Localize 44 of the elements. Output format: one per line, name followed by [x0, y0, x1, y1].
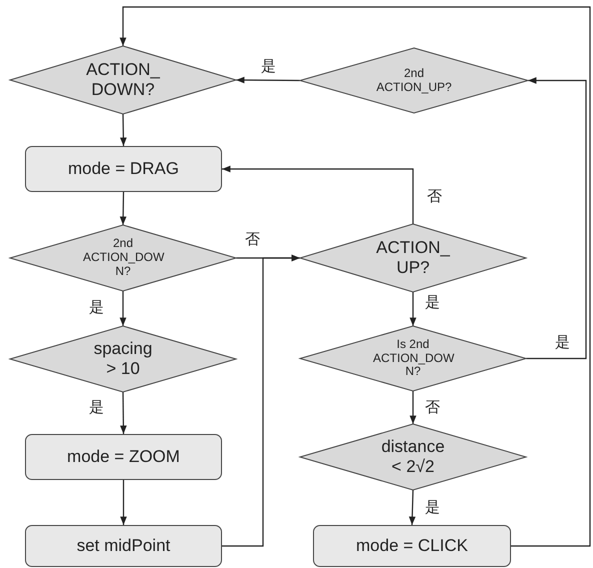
decision-diamond	[300, 224, 526, 292]
node-label: Is 2nd ACTION_DOW N?	[373, 338, 453, 380]
node-label: spacing > 10	[92, 339, 154, 379]
arrow	[120, 192, 126, 225]
node-label: 2nd ACTION_DOW N?	[83, 237, 163, 279]
process-box	[25, 146, 222, 192]
arrow	[222, 254, 300, 547]
arrow	[120, 291, 126, 326]
node-label: 2nd ACTION_UP?	[375, 66, 453, 94]
arrow	[120, 114, 127, 146]
node-label: mode = ZOOM	[66, 447, 181, 467]
process-box	[313, 525, 511, 567]
arrow	[120, 480, 127, 525]
edge-label: 是	[88, 299, 105, 316]
arrow	[408, 490, 416, 526]
arrow	[410, 292, 416, 326]
decision-diamond	[300, 424, 526, 490]
arrow	[526, 77, 587, 360]
process-box	[25, 434, 222, 480]
edge-label: 是	[554, 334, 571, 350]
decision-diamond	[10, 46, 236, 114]
edge-label: 是	[260, 58, 277, 74]
node-label: set midPoint	[76, 536, 172, 556]
decision-diamond	[10, 326, 236, 392]
edge-label: 是	[88, 399, 105, 416]
node-label: mode = CLICK	[355, 536, 469, 556]
edge-label: 是	[424, 499, 441, 516]
arrow	[222, 166, 414, 224]
edge-label: 是	[424, 294, 441, 310]
arrow	[120, 392, 127, 434]
decision-diamond	[10, 225, 236, 291]
decision-diamond	[300, 48, 528, 113]
arrow	[410, 391, 416, 424]
edge-label: 否	[426, 188, 443, 204]
node-label: distance < 2√2	[380, 437, 446, 477]
node-label: ACTION_ UP?	[375, 238, 451, 278]
node-label: mode = DRAG	[66, 159, 180, 179]
edge-label: 否	[244, 231, 261, 248]
process-box	[25, 525, 222, 567]
node-label: ACTION_ DOWN?	[85, 60, 161, 100]
decision-diamond	[300, 326, 526, 391]
arrow	[236, 76, 300, 84]
arrow	[120, 6, 591, 547]
edge-label: 否	[424, 399, 441, 416]
